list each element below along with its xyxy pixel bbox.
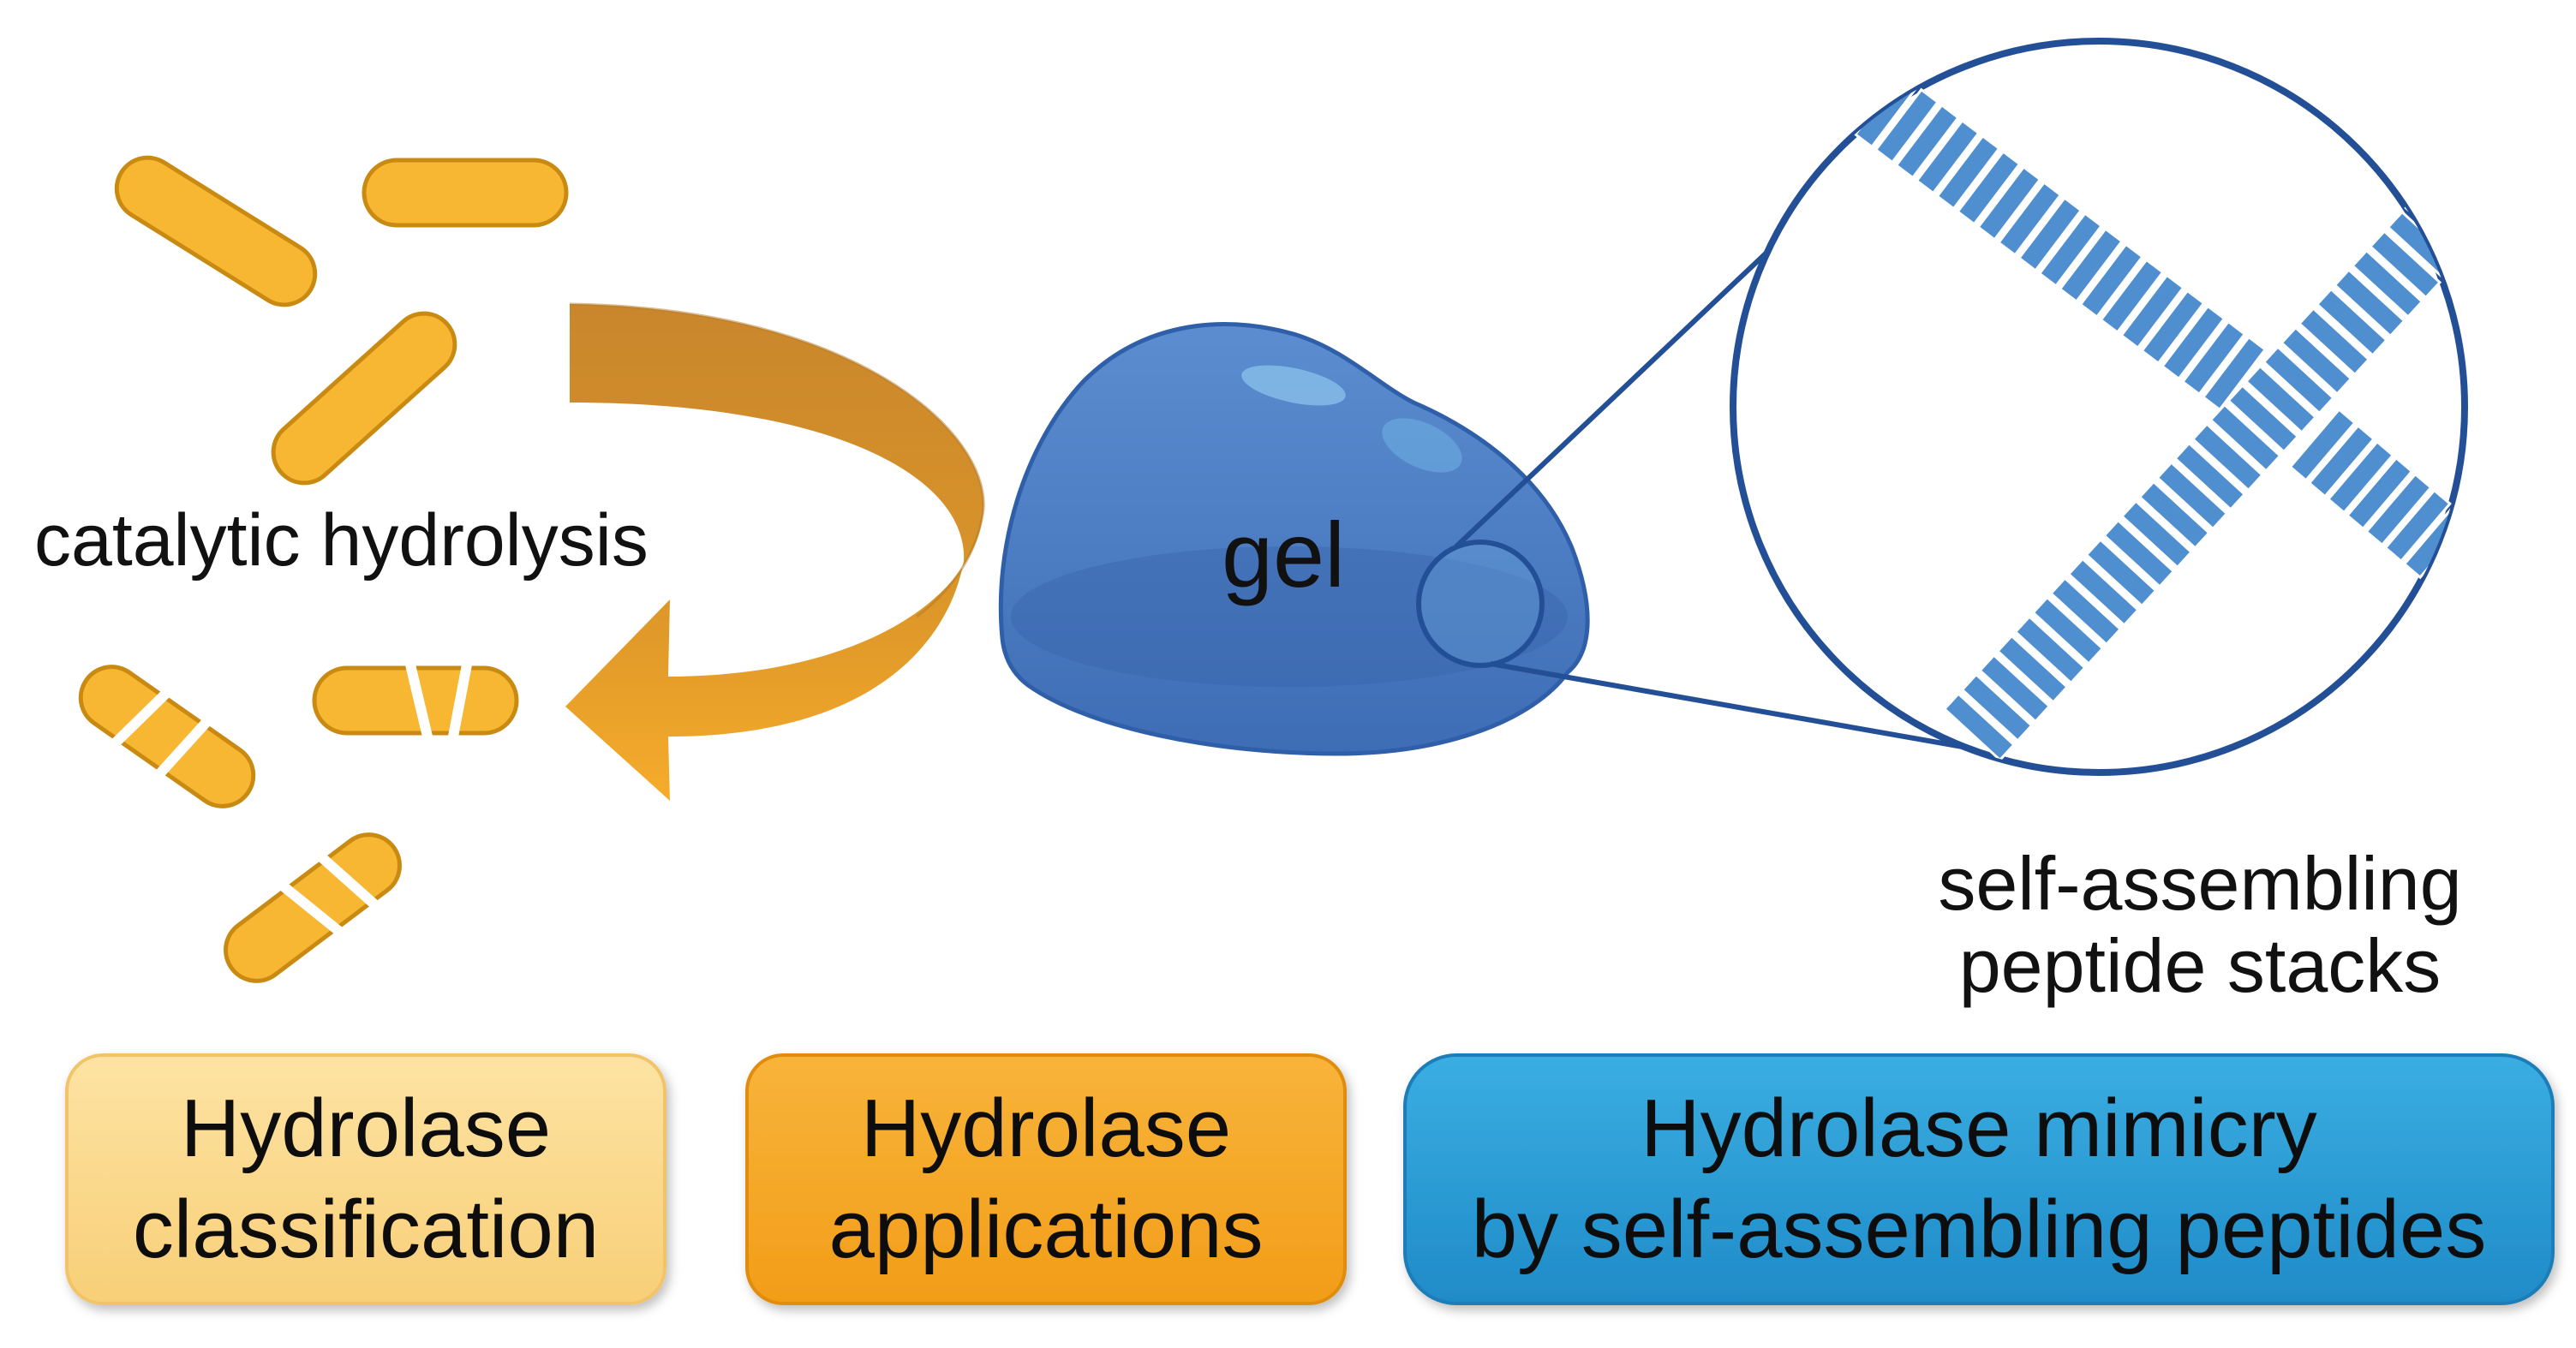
catalytic-hydrolysis-label: catalytic hydrolysis (34, 499, 648, 582)
peptide-block (2280, 325, 2353, 396)
gel-dome: gel (998, 322, 1590, 756)
peptide-block (1935, 134, 2001, 211)
peptide-block (2326, 439, 2395, 515)
peptide-block (2315, 287, 2388, 357)
peptide-block (2140, 289, 2206, 366)
pill-cleaved (78, 665, 256, 808)
peptide-block (2037, 212, 2104, 288)
peptide-block (2333, 268, 2406, 338)
peptide-block (2298, 307, 2371, 377)
peptide-block (2137, 480, 2211, 550)
peptide-block (2288, 408, 2357, 482)
peptide-block (2180, 319, 2247, 397)
pill-cleaved (312, 663, 519, 738)
box-mimicry: Hydrolase mimicry by self-assembling pep… (1403, 1053, 2555, 1305)
peptide-stack (1942, 171, 2465, 762)
peptide-block (2226, 384, 2300, 454)
cleaved-pills (78, 663, 519, 983)
box-mimicry-line1: Hydrolase mimicry (1641, 1083, 2316, 1174)
peptide-block (1915, 118, 1981, 195)
box-mimicry-line2: by self-assembling peptides (1472, 1184, 2487, 1275)
peptide-block (1956, 149, 2022, 226)
peptide-block (2364, 472, 2433, 547)
pill-intact (271, 311, 457, 486)
peptide-block (2368, 230, 2442, 300)
box-applications-line2: applications (829, 1184, 1264, 1275)
peptide-block (2049, 576, 2123, 647)
box-classification-line2: classification (133, 1184, 599, 1275)
peptide-block (2173, 441, 2247, 511)
peptide-block (2262, 345, 2335, 415)
stacks-label-line2: peptide stacks (1959, 923, 2442, 1008)
peptide-block (2013, 615, 2087, 685)
peptide-block (1978, 653, 2052, 724)
peptide-block (1996, 180, 2063, 257)
zoom-circle-group (1730, 38, 2468, 776)
peptide-block (1894, 103, 1960, 180)
zoom-source-circle (1416, 540, 1545, 668)
curved-arrow-icon (565, 304, 984, 801)
box-classification: Hydrolase classification (65, 1053, 666, 1305)
pill-intact (114, 155, 318, 307)
peptide-block (2099, 258, 2165, 335)
box-applications: Hydrolase applications (745, 1053, 1347, 1305)
peptide-block (2017, 196, 2083, 272)
peptide-block (2155, 461, 2229, 531)
peptide-stack (1853, 72, 2268, 412)
stacks-label-line1: self-assembling (1938, 841, 2461, 926)
peptide-block (2422, 171, 2465, 242)
peptide-block (2351, 248, 2424, 319)
pill-cleaved (224, 832, 402, 983)
zoom-circle (1730, 38, 2468, 776)
peptide-block (1942, 692, 2016, 762)
peptide-block (2102, 518, 2176, 588)
peptide-block (2031, 595, 2105, 665)
peptide-block (1960, 672, 2034, 743)
substrate-pills (114, 155, 569, 486)
gel-base-shade (1011, 546, 1568, 687)
peptide-block (2244, 364, 2318, 434)
peptide-block (2208, 403, 2282, 473)
peptide-block (1874, 87, 1940, 164)
peptide-block (2078, 242, 2144, 319)
gel-highlight (1241, 365, 1346, 406)
peptide-block (2161, 304, 2226, 381)
peptide-block (2119, 499, 2194, 570)
box-applications-line1: Hydrolase (861, 1083, 1231, 1174)
peptide-block (1976, 164, 2042, 242)
peptide-block (1995, 634, 2070, 704)
peptide-block (2190, 422, 2264, 492)
peptide-block (2307, 423, 2376, 498)
peptide-block (2058, 227, 2125, 304)
peptide-block (2346, 456, 2414, 531)
pill-intact (362, 158, 569, 228)
gel-label: gel (1222, 503, 1345, 606)
peptide-block (2441, 537, 2465, 611)
box-classification-line1: Hydrolase (181, 1083, 551, 1174)
peptide-block (2201, 335, 2268, 412)
hydrolysis-arrow (565, 302, 985, 801)
peptide-block (2119, 273, 2185, 350)
peptide-block (2383, 488, 2452, 564)
gel-highlight (1382, 418, 1462, 473)
peptide-block (2084, 538, 2158, 608)
peptide-block (2066, 557, 2140, 627)
